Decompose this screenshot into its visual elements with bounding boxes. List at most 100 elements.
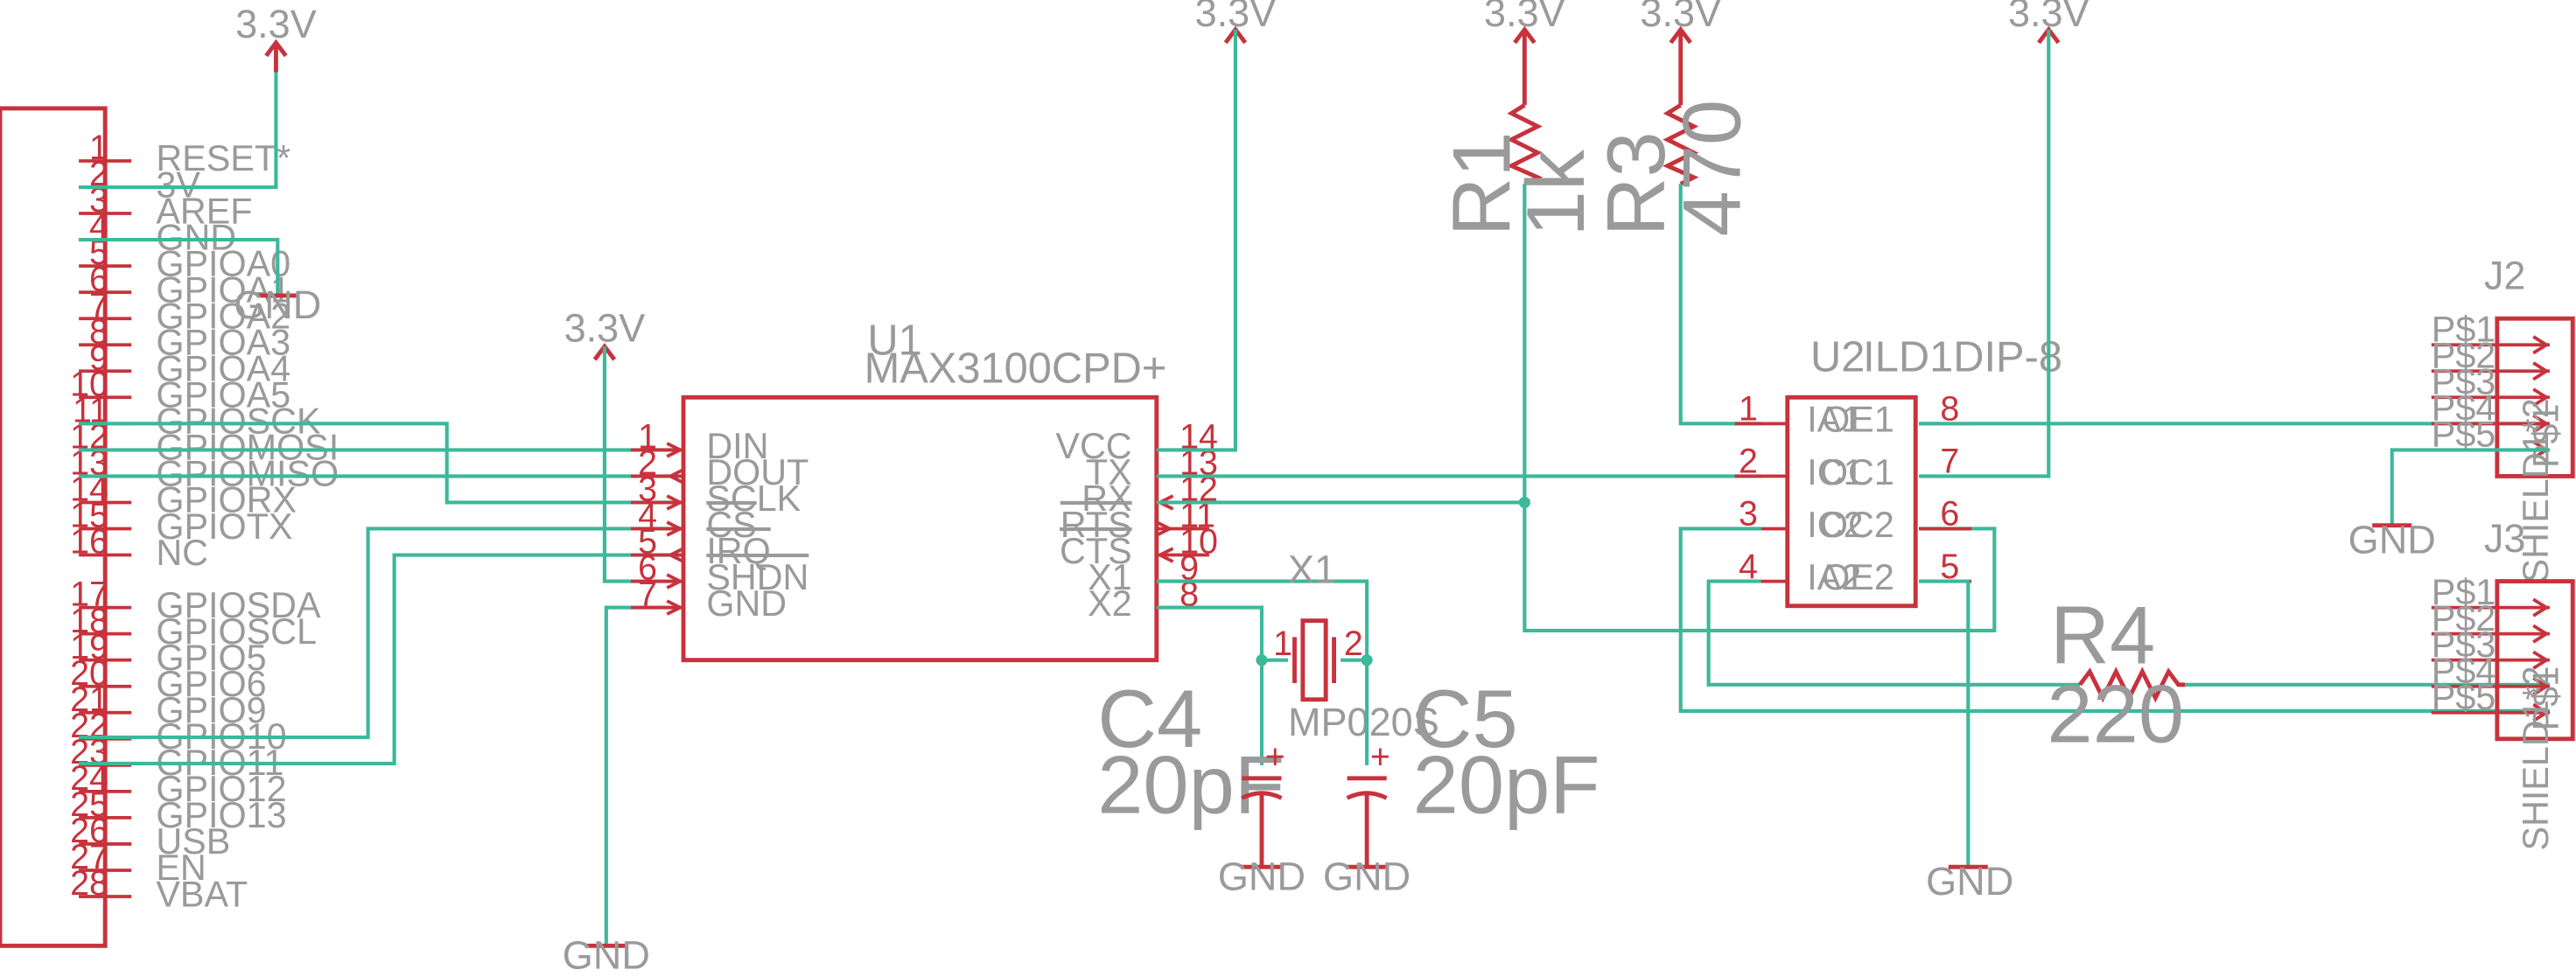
u1-ref: U1 bbox=[867, 318, 921, 365]
pin-arrow-icon bbox=[2532, 702, 2550, 722]
u1-pin-name: X1 bbox=[1088, 557, 1132, 597]
r1-ref: R1 bbox=[1435, 131, 1527, 236]
header-pin-name: GPIO13 bbox=[156, 795, 286, 835]
pin-arrow-icon bbox=[2532, 650, 2550, 670]
header-pin-name: VBAT bbox=[156, 874, 248, 914]
header-pin-number: 1 bbox=[89, 129, 108, 167]
u2-pin-name: IC1 bbox=[1807, 452, 1863, 492]
u2-value: ILD1DIP-8 bbox=[1863, 333, 2062, 380]
pin-arrow-icon bbox=[2532, 597, 2550, 618]
pin-arrow-icon bbox=[666, 520, 684, 537]
u2-pin-number: 2 bbox=[1739, 443, 1758, 481]
u1-pin-number: 7 bbox=[638, 576, 657, 614]
j2-pin-label: P$1 bbox=[2525, 404, 2566, 468]
wire-sck bbox=[79, 422, 684, 505]
wire-gnd bbox=[79, 238, 280, 296]
header-pin-number: 3 bbox=[89, 181, 108, 220]
x1-value: MP020S bbox=[1288, 700, 1439, 744]
pin-arrow-icon bbox=[666, 599, 684, 616]
u2-pin-number: 5 bbox=[1940, 548, 1959, 586]
j3-connector: J3 P$1P$2P$3P$4P$5 P$1 SHIELD1*2 bbox=[2432, 516, 2575, 850]
header-pin-number: 15 bbox=[70, 497, 108, 535]
x1-crystal: X1 1 2 MP020S bbox=[1273, 547, 1439, 744]
pin-arrow-icon bbox=[2532, 676, 2550, 696]
header-pin-name: 3V bbox=[156, 164, 200, 205]
u2-pin-name: OC2 bbox=[1820, 505, 1894, 545]
header-pin-name: GPIO5 bbox=[156, 638, 266, 678]
header-pin-name: GPIOSDA bbox=[156, 585, 321, 625]
u2-pin-number: 6 bbox=[1940, 495, 1959, 534]
c5-value: 20pF bbox=[1413, 738, 1600, 830]
header-pin-number: 5 bbox=[89, 234, 108, 272]
pin-arrow-icon bbox=[2532, 335, 2550, 355]
header-pin-number: 21 bbox=[70, 680, 108, 719]
header-pin-name: EN bbox=[156, 848, 206, 888]
header-pin-name: GPIOA0 bbox=[156, 243, 290, 283]
header-pin-number: 4 bbox=[89, 207, 108, 246]
pin-arrow-icon bbox=[2532, 414, 2550, 434]
power-label: 3.3V bbox=[564, 305, 646, 350]
u1-pin-name: CS bbox=[706, 505, 756, 545]
u1-pin-number: 4 bbox=[638, 497, 657, 535]
wire-r1 bbox=[1522, 184, 1997, 632]
header-pin-number: 7 bbox=[89, 286, 108, 325]
u1-pin-name: SCLK bbox=[706, 478, 801, 519]
wire-r3 bbox=[1678, 184, 1761, 426]
u1-pin-number: 6 bbox=[638, 549, 657, 588]
u1-pin-name: DOUT bbox=[706, 452, 808, 492]
pin-arrow-icon bbox=[1156, 547, 1174, 563]
u2-body bbox=[1785, 394, 1918, 609]
c4-ref: C4 bbox=[1097, 673, 1202, 764]
header-pin-number: 8 bbox=[89, 312, 108, 351]
u1-pin-name: RX bbox=[1082, 478, 1131, 519]
u2-pin-number: 1 bbox=[1739, 390, 1758, 429]
header-pin-name: NC bbox=[156, 533, 208, 573]
c4-capacitor: C4 20pF + GND bbox=[1097, 673, 1306, 898]
svg-text:2: 2 bbox=[1344, 625, 1363, 663]
u2-pin-number: 3 bbox=[1739, 495, 1758, 534]
u1-pin-name: DIN bbox=[706, 426, 768, 466]
wire-x2 bbox=[1156, 605, 1264, 660]
gnd-label: GND bbox=[1218, 855, 1306, 899]
u1-pin-number: 3 bbox=[638, 471, 657, 509]
header-pin-name: GND bbox=[156, 217, 236, 257]
header-pin-name: GPIOA4 bbox=[156, 349, 290, 389]
header-pin-number: 19 bbox=[70, 628, 108, 666]
j2-pin-name: P$4 bbox=[2432, 388, 2496, 429]
j3-pin-name: P$3 bbox=[2432, 625, 2496, 665]
wire-j2-gnd bbox=[2390, 448, 2550, 526]
header-pin-number: 26 bbox=[70, 812, 108, 850]
gnd-header: GND bbox=[79, 238, 321, 327]
u1-pin-name: VCC bbox=[1055, 426, 1131, 466]
j3-pin-name: P$4 bbox=[2432, 651, 2496, 691]
gnd-j2: GND bbox=[2348, 518, 2436, 562]
gnd-label: GND bbox=[234, 283, 321, 327]
wire-ia2 bbox=[1706, 579, 2080, 687]
header-pin-number: 27 bbox=[70, 838, 108, 876]
pin-arrow-icon bbox=[2532, 624, 2550, 644]
u1-pin-number: 2 bbox=[638, 444, 657, 483]
u2-pin-name: OE2 bbox=[1822, 557, 1894, 597]
j2-pin-name: P$1 bbox=[2432, 309, 2496, 349]
j3-pin-name: P$2 bbox=[2432, 598, 2496, 639]
u1-pin-name: CTS bbox=[1060, 531, 1132, 571]
u2-pin-number: 7 bbox=[1940, 443, 1959, 481]
header-pin-number: 9 bbox=[89, 338, 108, 377]
u2-pin-name: OE1 bbox=[1822, 400, 1894, 440]
j2-pin-name: P$2 bbox=[2432, 336, 2496, 376]
gnd-u1: GND bbox=[563, 933, 650, 977]
header-pin-name: GPIO6 bbox=[156, 664, 266, 704]
svg-text:+: + bbox=[1370, 738, 1390, 777]
header-pin-number: 16 bbox=[70, 523, 108, 562]
u1-pin-name: RTS bbox=[1060, 505, 1132, 545]
u1-pin-number: 8 bbox=[1180, 576, 1199, 614]
u1-pin-name: GND bbox=[706, 583, 787, 624]
j3-pin-name: P$1 bbox=[2432, 572, 2496, 612]
x1-ref: X1 bbox=[1288, 547, 1336, 591]
j2-connector: J2 P$1P$2P$3P$4P$5 P$1 SHIELD1*2 bbox=[2432, 253, 2575, 583]
u1-pin-number: 5 bbox=[638, 523, 657, 562]
u2-pin-name: IA2 bbox=[1807, 557, 1861, 597]
